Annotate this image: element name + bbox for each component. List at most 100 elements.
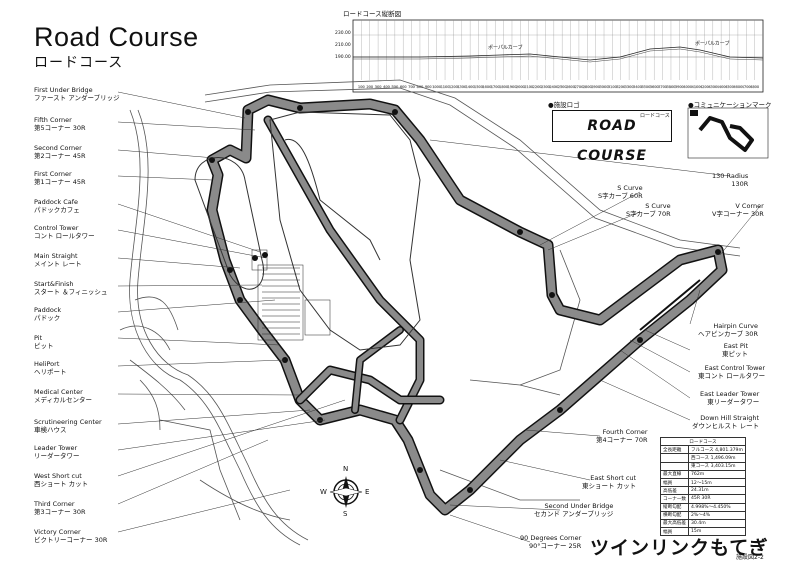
profile-x-tick: 900	[425, 85, 432, 89]
document-code: 施設図2-2	[736, 554, 764, 561]
profile-x-tick: 700	[408, 85, 415, 89]
profile-x-tick: 4700	[742, 85, 751, 89]
oval-course	[194, 111, 421, 351]
profile-x-tick: 1900	[508, 85, 517, 89]
road-course-logo: ROAD COURSE	[552, 110, 672, 164]
profile-x-tick: 3600	[650, 85, 659, 89]
profile-x-tick: 4500	[725, 85, 734, 89]
profile-x-tick: 1400	[466, 85, 475, 89]
profile-x-tick: 3800	[666, 85, 675, 89]
profile-x-tick: 2900	[591, 85, 600, 89]
profile-x-tick: 500	[391, 85, 398, 89]
compass-w: W	[320, 488, 327, 496]
profile-x-tick: 1300	[457, 85, 466, 89]
spec-value: 15m	[687, 527, 746, 537]
profile-x-tick: 1700	[491, 85, 500, 89]
profile-x-tick: 100	[358, 85, 365, 89]
communication-mark	[687, 107, 769, 159]
profile-x-tick: 1800	[499, 85, 508, 89]
profile-x-tick: 4100	[692, 85, 701, 89]
spec-value: 東コース 3,403.15m	[687, 461, 746, 471]
spec-value: 2%〜4%	[687, 510, 746, 520]
spec-value: 24.31m	[687, 486, 746, 496]
profile-x-tick: 4200	[700, 85, 709, 89]
spec-key: 横断勾配	[660, 510, 689, 520]
page-title: Road Course	[34, 22, 199, 52]
profile-x-tick: 4600	[733, 85, 742, 89]
profile-x-tick: 3200	[616, 85, 625, 89]
compass	[329, 476, 363, 508]
profile-x-tick: 4400	[717, 85, 726, 89]
profile-x-tick: 3500	[641, 85, 650, 89]
profile-x-tick: 3700	[658, 85, 667, 89]
compass-n: N	[343, 465, 349, 473]
leader-lines	[117, 91, 761, 543]
legend-logo-caption: ●施設ロゴ	[548, 101, 580, 109]
profile-x-tick: 3300	[625, 85, 634, 89]
profile-x-tick: 600	[400, 85, 407, 89]
spec-value: 30.4m	[687, 518, 746, 529]
profile-x-tick: 4800	[750, 85, 759, 89]
profile-x-tick: 2000	[516, 85, 525, 89]
marker-dots	[209, 105, 721, 493]
profile-x-tick: 1600	[482, 85, 491, 89]
spec-key: 最大直線	[660, 469, 689, 479]
spec-key: 幅員	[660, 477, 689, 488]
profile-y-tick: 210.00	[335, 43, 351, 48]
spec-value: 12〜15m	[687, 477, 746, 488]
profile-x-tick: 2600	[566, 85, 575, 89]
spec-value: 45R 30R	[687, 494, 746, 504]
profile-x-tick: 2300	[541, 85, 550, 89]
profile-x-tick: 1500	[474, 85, 483, 89]
profile-x-tick: 2700	[574, 85, 583, 89]
profile-x-tick: 3400	[633, 85, 642, 89]
profile-x-tick: 2500	[558, 85, 567, 89]
profile-x-tick: 2400	[549, 85, 558, 89]
profile-x-tick: 800	[417, 85, 424, 89]
profile-x-tick: 2800	[583, 85, 592, 89]
profile-x-tick: 3900	[675, 85, 684, 89]
track	[206, 94, 728, 516]
profile-x-tick: 4300	[708, 85, 717, 89]
spec-key: 最大高低差	[660, 518, 689, 529]
profile-x-tick: 3000	[600, 85, 609, 89]
spec-key: 全長距離	[660, 445, 689, 455]
profile-x-tick: 2200	[533, 85, 542, 89]
spec-value: 西コース 1,496.09m	[687, 453, 746, 463]
profile-y-tick: 190.00	[335, 55, 351, 60]
compass-s: S	[343, 510, 348, 518]
spec-table: ロードコース 全長距離フルコース 4,801.379m 西コース 1,496.0…	[660, 436, 746, 537]
profile-x-tick: 400	[383, 85, 390, 89]
road-course-logo-sub: ロードコース	[640, 113, 670, 119]
spec-key: 縦断勾配	[660, 502, 689, 512]
profile-y-tick: 230.00	[335, 31, 351, 36]
profile-x-tick: 1200	[449, 85, 458, 89]
profile-x-tick: 200	[366, 85, 373, 89]
